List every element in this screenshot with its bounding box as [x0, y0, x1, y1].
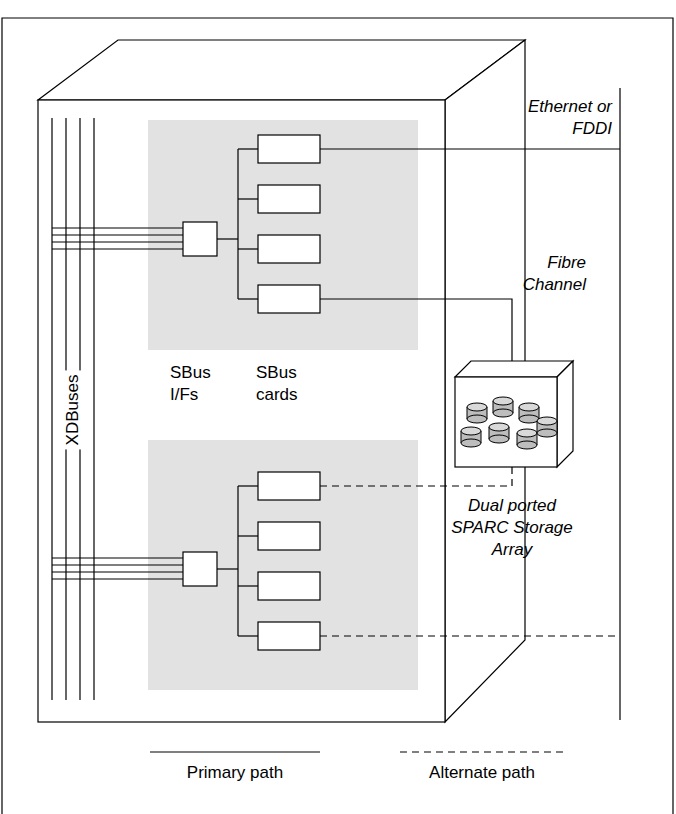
- box-front: [455, 377, 557, 467]
- disk-bottom: [517, 441, 537, 449]
- disk-drive: [489, 423, 509, 443]
- sbus-line: [237, 486, 238, 636]
- sbus-line: [217, 568, 238, 569]
- storage-box: [455, 361, 573, 467]
- disk-top: [461, 427, 481, 435]
- interface-label: SBus I/Fs: [170, 362, 222, 406]
- disk-bottom: [489, 435, 509, 443]
- cabinet-top: [38, 40, 525, 100]
- sbus-cards: [258, 135, 320, 313]
- sbus-panel: [148, 440, 418, 690]
- sbus-line: [237, 149, 238, 299]
- legend-text: Primary path: [187, 762, 283, 784]
- storage-array-outline: [447, 355, 577, 470]
- alternate-path: [320, 635, 620, 636]
- sbus-interface: [183, 222, 217, 256]
- disk-bottom: [493, 409, 513, 417]
- ethernet-line: [619, 88, 620, 720]
- sbus-cards: [258, 472, 320, 650]
- storage-array: Dual ported SPARC Storage Array: [447, 355, 577, 561]
- sbus-panel: [148, 120, 418, 350]
- box-top: [455, 361, 573, 377]
- sbus-line: [217, 238, 238, 239]
- disk-bottom: [461, 439, 481, 447]
- disk-top: [537, 417, 557, 425]
- primary-path: [320, 148, 620, 149]
- frame: [2, 18, 673, 814]
- disk-top: [467, 403, 487, 411]
- sbus-interface: [183, 552, 217, 586]
- cabinet-front: [38, 100, 445, 722]
- bus-label: XDBuses: [62, 371, 84, 450]
- sbus-card-links: [238, 486, 258, 636]
- network-label: Ethernet or FDDI: [510, 96, 612, 140]
- disk-drive: [519, 403, 539, 423]
- disk-bottom: [519, 415, 539, 423]
- array-label: Dual ported SPARC Storage Array: [447, 495, 577, 561]
- disk-drive: [537, 417, 557, 437]
- legend-line: [150, 751, 320, 752]
- legend-text: Alternate path: [429, 762, 535, 784]
- disk-bottom: [537, 429, 557, 437]
- disk-bottom: [467, 415, 487, 423]
- disk-drive: [467, 403, 487, 423]
- disk-top: [519, 403, 539, 411]
- disk-top: [493, 397, 513, 405]
- bus-to-interface: [52, 558, 183, 579]
- legend-line: [400, 751, 565, 752]
- disk-drive: [517, 429, 537, 449]
- disk-drive: [493, 397, 513, 417]
- channel-label: Fibre Channel: [508, 252, 586, 296]
- disk-drive: [461, 427, 481, 447]
- card-label: SBus cards: [256, 362, 318, 406]
- disk-top: [489, 423, 509, 431]
- xd-bus-lines: [52, 118, 94, 700]
- sbus-card-links: [238, 149, 258, 299]
- box-side: [557, 361, 573, 467]
- disk-top: [517, 429, 537, 437]
- alternate-path: [320, 467, 512, 486]
- bus-to-interface: [52, 228, 183, 249]
